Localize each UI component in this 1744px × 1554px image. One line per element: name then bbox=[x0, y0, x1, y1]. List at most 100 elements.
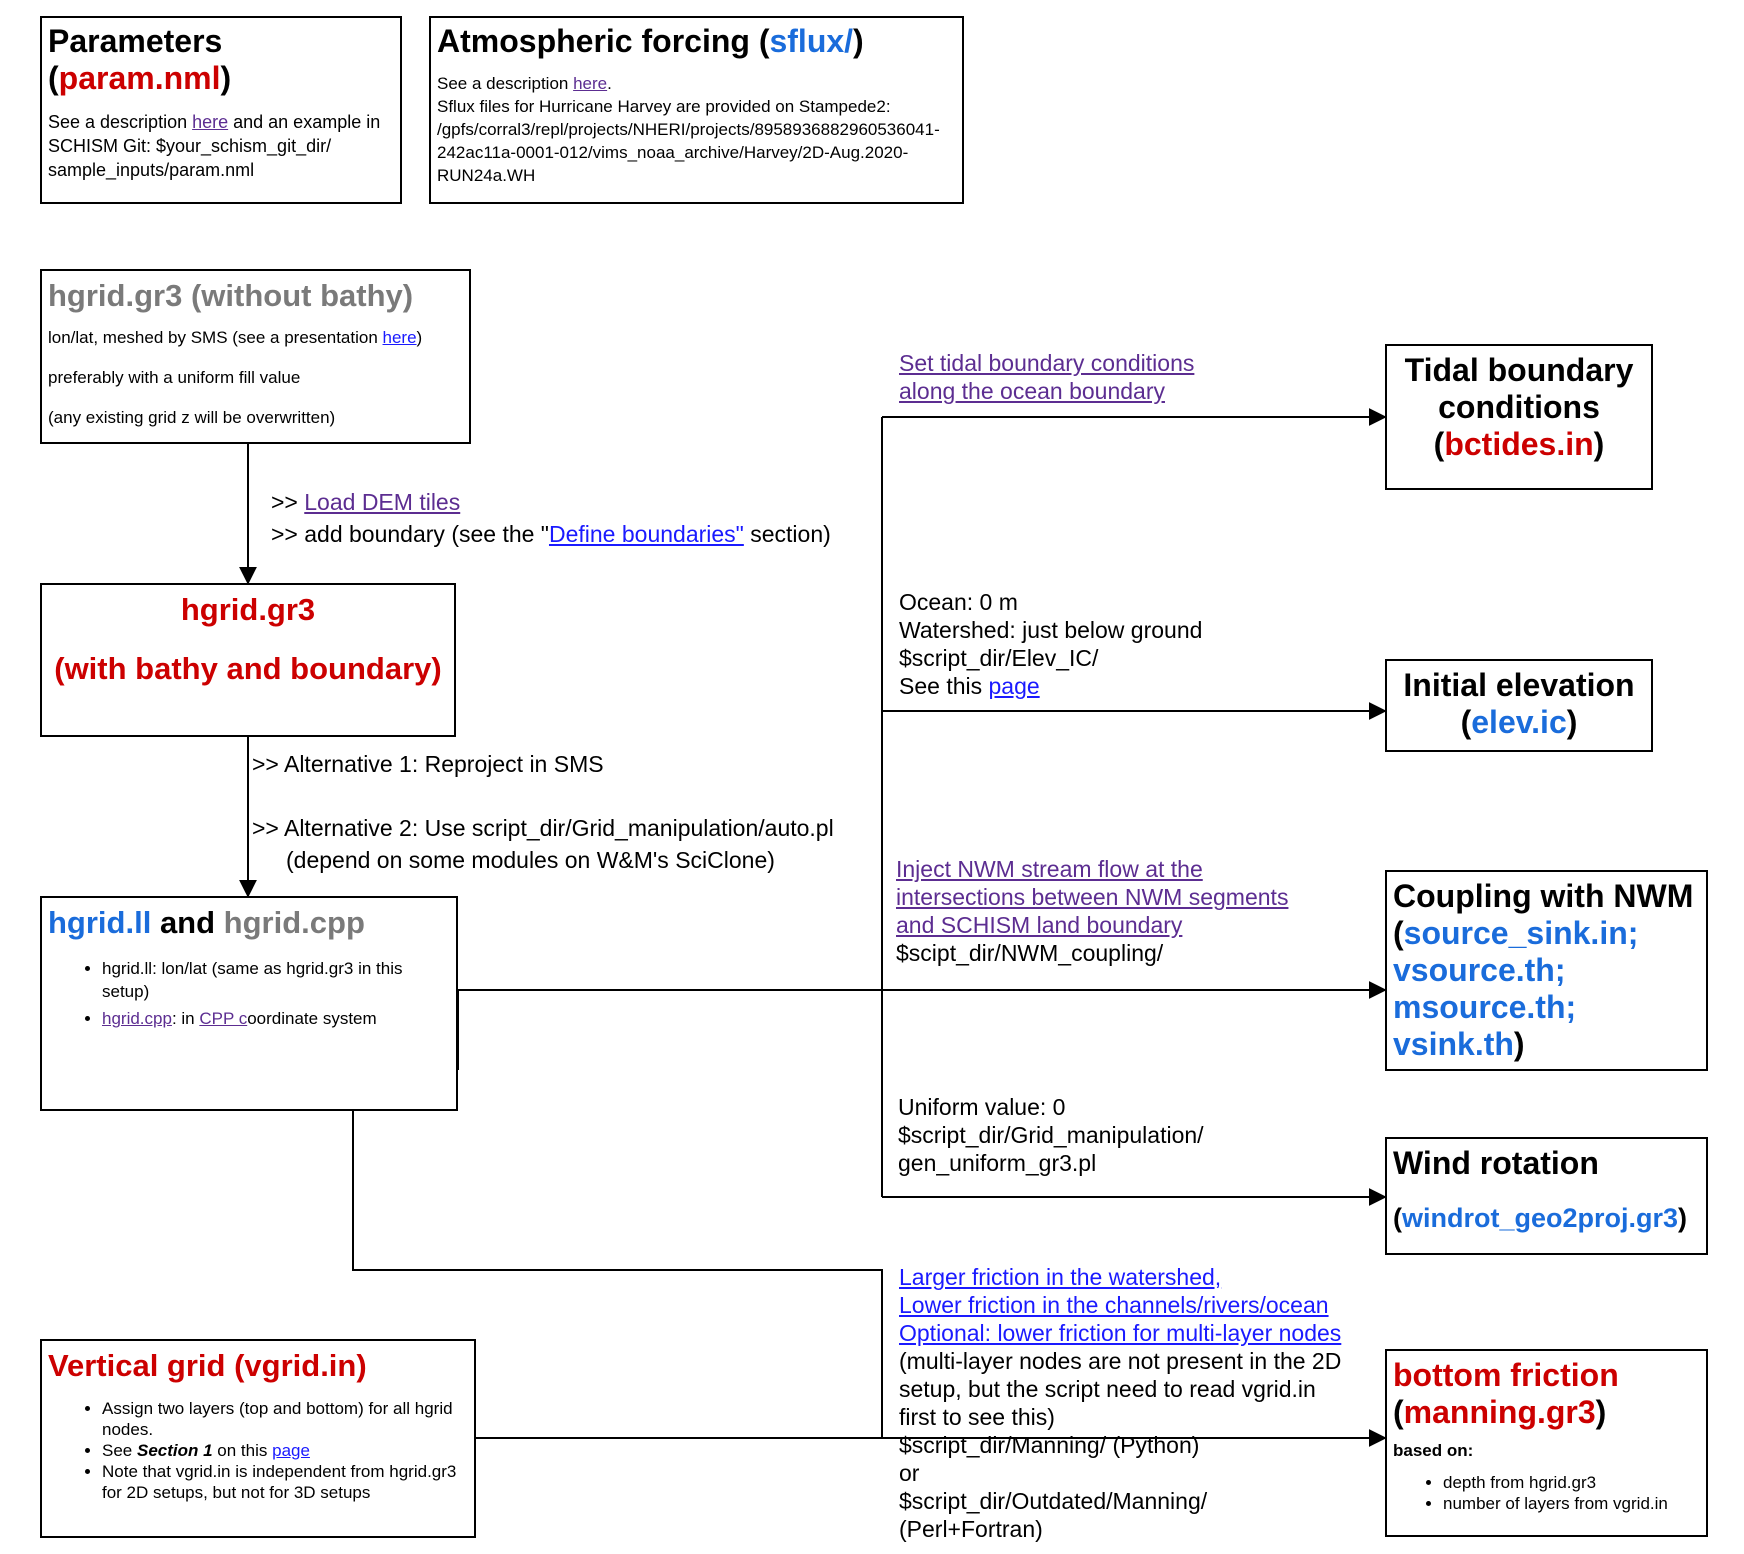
param-box: Parameters (param.nml) See a description… bbox=[40, 16, 402, 204]
tidal-close: ) bbox=[1593, 426, 1605, 462]
manning-label-l10: (Perl+Fortran) bbox=[899, 1516, 1043, 1542]
manning-box: bottom friction (manning.gr3) based on: … bbox=[1385, 1349, 1708, 1537]
param-title: Parameters (param.nml) bbox=[48, 23, 394, 97]
nwm-label: Inject NWM stream flow at the intersecti… bbox=[896, 855, 1288, 967]
tidal-box: Tidal boundary conditions (bctides.in) bbox=[1385, 344, 1653, 490]
param-close: ) bbox=[220, 60, 232, 96]
sflux-close: ) bbox=[853, 23, 864, 59]
wind-title: Wind rotation bbox=[1393, 1145, 1599, 1181]
hgrid-raw-l1-pre: lon/lat, meshed by SMS (see a presentati… bbox=[48, 328, 383, 347]
hgrid-raw-l1-post: ) bbox=[416, 328, 423, 347]
alt2-text: >> Alternative 2: Use script_dir/Grid_ma… bbox=[252, 815, 834, 841]
vgrid-box: Vertical grid (vgrid.in) Assign two laye… bbox=[40, 1339, 476, 1538]
nwm-link-l2[interactable]: intersections between NWM segments bbox=[896, 884, 1289, 910]
vgrid-page-link[interactable]: page bbox=[272, 1441, 310, 1460]
hgrid-ll-item1: hgrid.ll: lon/lat (same as hgrid.gr3 in … bbox=[102, 957, 450, 1003]
wind-label-l1: Uniform value: 0 bbox=[898, 1094, 1066, 1120]
tidal-label: Set tidal boundary conditions along the … bbox=[899, 349, 1194, 405]
vgrid-item2-pre: See bbox=[102, 1441, 137, 1460]
tidal-file: bctides.in bbox=[1444, 426, 1594, 462]
tidal-open: ( bbox=[1433, 426, 1445, 462]
nwm-f3: msource.th; bbox=[1393, 989, 1577, 1025]
manning-label-l5: setup, but the script need to read vgrid… bbox=[899, 1376, 1316, 1402]
vgrid-item2-mid: on this bbox=[212, 1441, 273, 1460]
hgrid-raw-link[interactable]: here bbox=[382, 328, 417, 347]
dem-line1-pre: >> bbox=[271, 489, 305, 515]
nwm-link-l3[interactable]: and SCHISM land boundary bbox=[896, 912, 1183, 938]
sflux-line1-pre: See a description bbox=[437, 74, 574, 93]
sflux-line1: See a description here. bbox=[437, 72, 956, 95]
hgrid-bathy-line2: (with bathy and boundary) bbox=[54, 651, 442, 686]
tidal-link-line1[interactable]: Set tidal boundary conditions bbox=[899, 350, 1195, 376]
elev-label: Ocean: 0 m Watershed: just below ground … bbox=[899, 588, 1202, 700]
hgrid-ll-item2-mid: : in bbox=[171, 1009, 200, 1028]
sflux-line5: RUN24a.WH bbox=[437, 166, 536, 185]
alt1-text: >> Alternative 1: Reproject in SMS bbox=[252, 751, 604, 777]
nwm-f1-line: (source_sink.in; bbox=[1393, 915, 1700, 952]
hgrid-raw-l2: preferably with a uniform fill value bbox=[48, 368, 301, 387]
tidal-file-line: (bctides.in) bbox=[1391, 426, 1647, 463]
param-desc-link[interactable]: here bbox=[192, 112, 229, 132]
elev-close: ) bbox=[1566, 704, 1578, 740]
wind-label: Uniform value: 0 $script_dir/Grid_manipu… bbox=[898, 1093, 1204, 1177]
hgrid-bathy-box: hgrid.gr3 (with bathy and boundary) bbox=[40, 583, 456, 737]
hgrid-ll-t1: hgrid.ll bbox=[48, 905, 152, 940]
vgrid-item3: Note that vgrid.in is independent from h… bbox=[102, 1461, 468, 1503]
manning-file: manning.gr3 bbox=[1403, 1394, 1596, 1430]
tidal-l1: Tidal boundary bbox=[1404, 352, 1634, 388]
alt-label: >> Alternative 1: Reproject in SMS >> Al… bbox=[252, 750, 834, 874]
hgrid-bathy-line1: hgrid.gr3 bbox=[180, 592, 316, 627]
elev-label-l4: See this page bbox=[899, 672, 1202, 700]
hgrid-cpp-link[interactable]: hgrid.cpp bbox=[102, 1009, 172, 1028]
manning-close: ) bbox=[1595, 1394, 1607, 1430]
hgrid-ll-item2: hgrid.cpp: in CPP coordinate system bbox=[102, 1007, 450, 1030]
nwm-link-l1[interactable]: Inject NWM stream flow at the bbox=[896, 856, 1203, 882]
manning-link-l1[interactable]: Larger friction in the watershed, bbox=[899, 1264, 1222, 1290]
nwm-f1: source_sink.in; bbox=[1403, 915, 1639, 951]
elev-label-l2: Watershed: just below ground bbox=[899, 617, 1203, 643]
hgrid-raw-title: hgrid.gr3 (without bathy) bbox=[48, 278, 414, 313]
param-desc: See a description here and an example in… bbox=[48, 110, 394, 182]
param-open: ( bbox=[48, 60, 59, 96]
manning-file-line: (manning.gr3) bbox=[1393, 1394, 1700, 1431]
hgrid-ll-title: hgrid.ll and hgrid.cpp bbox=[48, 904, 450, 941]
wind-close: ) bbox=[1678, 1203, 1688, 1233]
manning-item1: depth from hgrid.gr3 bbox=[1443, 1472, 1700, 1493]
dem-label: >> Load DEM tiles >> add boundary (see t… bbox=[271, 488, 831, 548]
tidal-link-line2[interactable]: along the ocean boundary bbox=[899, 378, 1165, 404]
elev-label-l1: Ocean: 0 m bbox=[899, 589, 1018, 615]
vgrid-item1: Assign two layers (top and bottom) for a… bbox=[102, 1398, 468, 1440]
sflux-desc: See a description here. Sflux files for … bbox=[437, 72, 956, 187]
manning-link-l3[interactable]: Optional: lower friction for multi-layer… bbox=[899, 1320, 1342, 1346]
hgrid-raw-l3: (any existing grid z will be overwritten… bbox=[48, 408, 336, 427]
elev-page-link[interactable]: page bbox=[988, 673, 1040, 699]
manning-label-l9: $script_dir/Outdated/Manning/ bbox=[899, 1488, 1208, 1514]
nwm-f4-line: vsink.th) bbox=[1393, 1026, 1700, 1063]
param-desc-pre: See a description bbox=[48, 112, 193, 132]
manning-label-l8: or bbox=[899, 1460, 920, 1486]
manning-label-l6: first to see this) bbox=[899, 1404, 1055, 1430]
sflux-box: Atmospheric forcing (sflux/) See a descr… bbox=[429, 16, 964, 204]
sflux-line2: Sflux files for Hurricane Harvey are pro… bbox=[437, 97, 891, 116]
sflux-desc-link[interactable]: here bbox=[573, 74, 608, 93]
cpp-link[interactable]: CPP c bbox=[199, 1009, 248, 1028]
hgrid-raw-box: hgrid.gr3 (without bathy) lon/lat, meshe… bbox=[40, 269, 471, 444]
manning-link-l2[interactable]: Lower friction in the channels/rivers/oc… bbox=[899, 1292, 1329, 1318]
tidal-l2: conditions bbox=[1438, 389, 1600, 425]
nwm-label-l4: $scipt_dir/NWM_coupling/ bbox=[896, 940, 1164, 966]
sflux-title-text: Atmospheric forcing ( bbox=[437, 23, 770, 59]
elev-label-l4-pre: See this bbox=[899, 673, 989, 699]
wind-box: Wind rotation (windrot_geo2proj.gr3) bbox=[1385, 1137, 1708, 1255]
vgrid-list: Assign two layers (top and bottom) for a… bbox=[48, 1398, 468, 1503]
sflux-title: Atmospheric forcing (sflux/) bbox=[437, 23, 956, 60]
manning-label: Larger friction in the watershed, Lower … bbox=[899, 1263, 1341, 1543]
load-dem-link[interactable]: Load DEM tiles bbox=[304, 489, 461, 515]
nwm-box: Coupling with NWM (source_sink.in; vsour… bbox=[1385, 870, 1708, 1071]
sflux-line4: 242ac11a-0001-012/vims_noaa_archive/Harv… bbox=[437, 143, 909, 162]
hgrid-ll-t3: hgrid.cpp bbox=[223, 905, 365, 940]
define-boundaries-link[interactable]: Define boundaries" bbox=[548, 521, 744, 547]
wind-label-l3: gen_uniform_gr3.pl bbox=[898, 1150, 1097, 1176]
nwm-f4: vsink.th bbox=[1393, 1026, 1514, 1062]
line-ll-to-manning bbox=[352, 1111, 883, 1438]
